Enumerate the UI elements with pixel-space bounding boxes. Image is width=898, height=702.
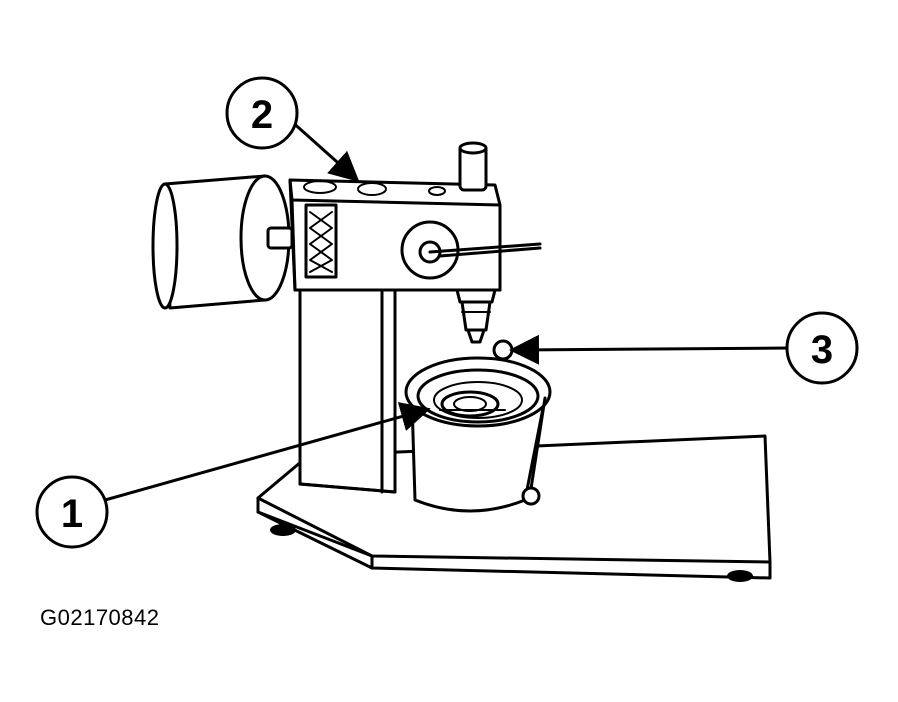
motor-drum [151, 174, 294, 310]
callout-1: 1 [35, 475, 109, 549]
figure-id-label: G02170842 [40, 605, 160, 630]
head-housing [288, 141, 542, 344]
callout-1-number: 1 [61, 492, 83, 536]
callout-2-number: 2 [251, 93, 273, 137]
callout-3: 3 [785, 311, 859, 385]
callout-2: 2 [225, 76, 299, 150]
callout-3-number: 3 [811, 328, 833, 372]
support-column [298, 266, 397, 494]
leader-lines [103, 118, 792, 502]
cup-holder [404, 356, 552, 513]
ball [492, 339, 514, 361]
